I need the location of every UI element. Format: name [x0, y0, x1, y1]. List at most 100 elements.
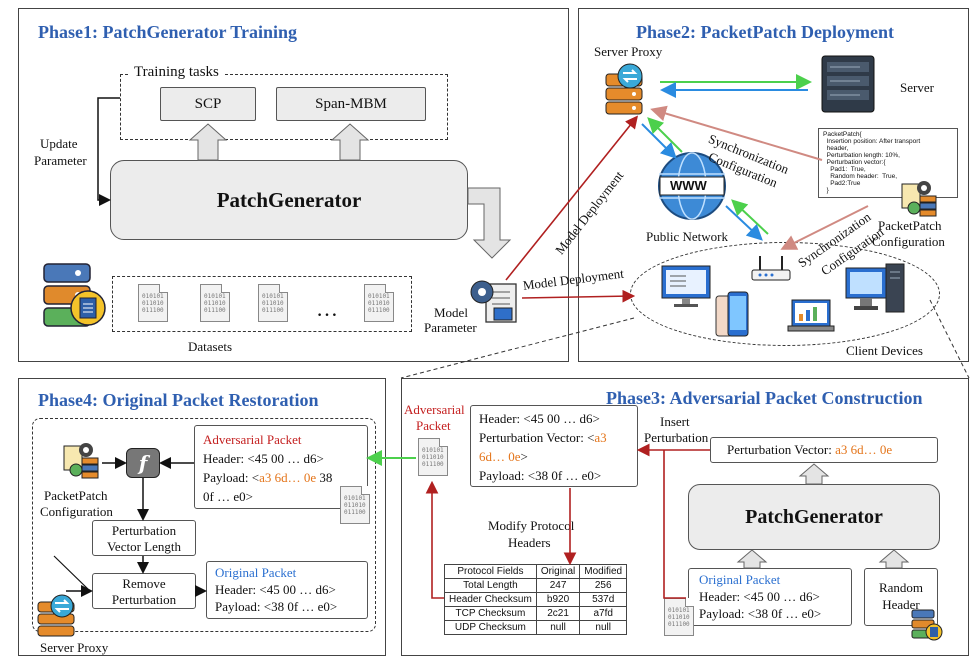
phase4-original-packet: Original Packet Header: <45 00 … d6> Pay… — [206, 561, 368, 619]
p3-adv-pv-val1: a3 — [594, 430, 607, 445]
phone-icon — [715, 291, 749, 337]
config-line-4: Perturbation length: 10%, — [823, 152, 900, 159]
remove-2: Perturbation — [111, 592, 177, 607]
insert-label-2: Perturbation — [644, 430, 709, 445]
modify-label-2: Headers — [508, 535, 551, 550]
packetpatch-config-p4-2: Configuration — [40, 504, 113, 519]
server-proxy-icon-p4 — [37, 594, 75, 637]
random-header-2: Header — [882, 597, 920, 612]
config-line-1: PacketPatch{ — [823, 131, 862, 138]
phase3-adversarial-packet: Header: <45 00 … d6> Perturbation Vector… — [470, 405, 638, 487]
remove-perturbation-box: Remove Perturbation — [92, 573, 196, 609]
p3-adv-pv-prefix: Perturbation Vector: < — [479, 430, 595, 445]
th-fields: Protocol Fields — [444, 564, 537, 579]
phase1-patchgenerator-label: PatchGenerator — [216, 187, 362, 212]
packetpatch-config-p2-2: Configuration — [872, 234, 945, 249]
phase2-title: Phase2: PacketPatch Deployment — [636, 22, 894, 42]
p3-adv-pv-suffix: > — [520, 449, 528, 464]
pv-length-1: Perturbation — [111, 523, 177, 538]
public-network-label: Public Network — [646, 229, 728, 244]
packetpatch-config-icon-p2 — [901, 181, 937, 217]
protocol-fields-table: Protocol Fields Original Modified Total … — [444, 564, 628, 635]
p4-adv-payload-line2: 0f … e0> — [203, 489, 253, 504]
config-line-9: } — [823, 187, 829, 194]
insert-label-1: Insert — [660, 414, 690, 429]
datasets-label: Datasets — [188, 339, 233, 354]
packetpatch-config-icon-p4 — [63, 443, 99, 479]
phase1-title: Phase1: PatchGenerator Training — [38, 22, 297, 42]
p3-orig-payload: Payload: <38 0f … e0> — [699, 606, 822, 621]
p4-adv-header: Header: <45 00 … d6> — [203, 451, 324, 466]
p4-orig-header: Header: <45 00 … d6> — [215, 582, 336, 597]
p3-orig-header: Header: <45 00 … d6> — [699, 589, 820, 604]
phase3-title: Phase3: Adversarial Packet Construction — [606, 388, 923, 408]
model-parameter-label-2: Parameter — [424, 320, 477, 335]
p3-adv-header: Header: <45 00 … d6> — [479, 411, 600, 426]
p4-adv-payload-suffix: 38 — [316, 470, 333, 485]
p4-orig-payload: Payload: <38 0f … e0> — [215, 599, 338, 614]
server-proxy-icon — [605, 63, 643, 115]
phase3-patchgenerator: PatchGenerator — [688, 484, 940, 550]
p4-adv-payload-prefix: Payload: < — [203, 470, 260, 485]
config-code-box: PacketPatch{ Insertion position: After t… — [818, 128, 958, 198]
server-proxy-label-p4: Server Proxy — [40, 640, 109, 655]
update-param-label-1: Update — [40, 136, 78, 151]
p3-adv-pv-val2: 6d… 0e — [479, 449, 521, 464]
p3-pv-value: a3 6d… 0e — [835, 442, 893, 457]
random-header-1: Random — [878, 580, 924, 595]
database-icon — [43, 263, 106, 327]
www-text: WWW — [670, 178, 707, 193]
router-icon — [751, 256, 791, 281]
config-line-2: Insertion position: After transport — [823, 138, 921, 145]
function-symbol: f — [138, 451, 148, 475]
config-line-3: header, — [823, 145, 849, 152]
pv-length-2: Vector Length — [106, 539, 181, 554]
desktop-icon — [845, 263, 905, 313]
model-parameter-label-1: Model — [434, 305, 468, 320]
p3-adv-label-2: Packet — [416, 418, 451, 433]
th-original: Original — [535, 564, 581, 579]
training-tasks-box — [120, 74, 448, 140]
server-label: Server — [900, 80, 934, 95]
laptop-icon — [787, 299, 835, 332]
p3-pv-box: Perturbation Vector: a3 6d… 0e — [710, 437, 938, 463]
p4-adv-payload-value: a3 6d… 0e — [259, 470, 317, 485]
p4-orig-title: Original Packet — [215, 565, 297, 580]
monitor-icon — [661, 265, 711, 307]
pv-length-box: Perturbation Vector Length — [92, 520, 196, 556]
p3-adv-label-1: Adversarial — [404, 402, 465, 417]
dataset-ellipsis: … — [316, 296, 338, 321]
config-line-7: Random header: True, — [823, 173, 898, 180]
p3-orig-title: Original Packet — [699, 572, 781, 587]
client-devices-label: Client Devices — [846, 343, 923, 358]
phase3-original-packet: Original Packet Header: <45 00 … d6> Pay… — [688, 568, 852, 626]
config-line-6: Pad1: True, — [823, 166, 866, 173]
task-span-mbm: Span-MBM — [276, 87, 426, 121]
config-line-5: Perturbation vector:{ — [823, 159, 886, 166]
function-node: f — [126, 448, 160, 478]
p4-adv-title: Adversarial Packet — [203, 432, 302, 447]
public-network-icon — [658, 152, 726, 220]
random-header-db-icon — [911, 609, 943, 641]
th-modified: Modified — [579, 564, 628, 579]
datasets-box — [112, 276, 412, 332]
p3-adv-payload: Payload: <38 0f … e0> — [479, 468, 602, 483]
server-proxy-label: Server Proxy — [594, 44, 663, 59]
server-rack-icon — [821, 55, 875, 113]
phase4-inner-box — [32, 418, 376, 632]
remove-1: Remove — [122, 576, 166, 591]
packetpatch-config-p2-1: PacketPatch — [878, 218, 942, 233]
packetpatch-config-p4-1: PacketPatch — [44, 488, 108, 503]
phase1-patchgenerator: PatchGenerator — [110, 160, 468, 240]
task-scp: SCP — [160, 87, 256, 121]
phase4-title: Phase4: Original Packet Restoration — [38, 390, 319, 410]
